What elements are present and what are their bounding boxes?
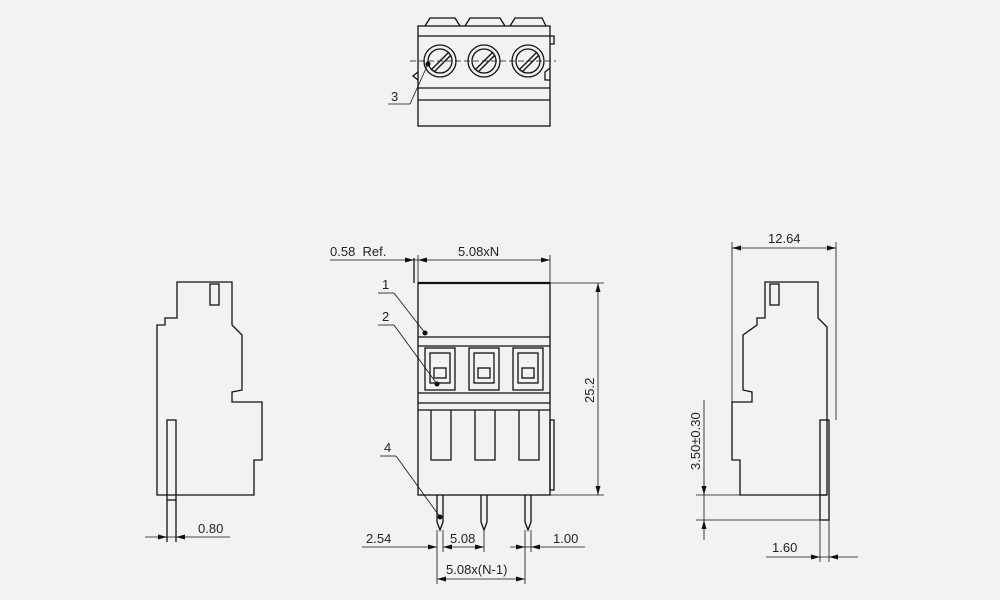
callout-3-label: 3 (391, 89, 398, 104)
wire-entry-2 (468, 347, 500, 391)
pin-3 (524, 495, 532, 532)
pin-2 (480, 495, 488, 532)
wire-entry-3 (512, 347, 544, 391)
dim-pitch-bottom: 5.08 (450, 531, 475, 546)
dim-pitch-top: 5.08xN (458, 244, 499, 259)
dim-pin-standoff: 3.50±0.30 (688, 412, 703, 470)
pin-1 (436, 495, 444, 532)
dim-height: 25.2 (582, 378, 597, 403)
top-view: 3 (388, 17, 556, 127)
callout-2-label: 2 (382, 309, 389, 324)
right-side-view: 12.64 3.50±0.30 1.60 (688, 231, 858, 562)
left-side-view: 0.80 (145, 281, 263, 542)
dim-pin-size: 1.00 (553, 531, 578, 546)
dim-pin-width-right: 1.60 (772, 540, 797, 555)
dim-ref-thickness: 0.58 Ref. (330, 244, 386, 259)
dim-pin-offset: 2.54 (366, 531, 391, 546)
callout-1-label: 1 (382, 277, 389, 292)
front-view: 1 2 4 0.58 Ref. 5.08xN 25.2 2.54 (330, 244, 604, 584)
dim-pitch-total: 5.08x(N-1) (446, 562, 507, 577)
wire-entry-1 (424, 347, 456, 391)
callout-4-label: 4 (384, 440, 391, 455)
dim-width-side: 12.64 (768, 231, 801, 246)
dim-pin-width-left: 0.80 (198, 521, 223, 536)
